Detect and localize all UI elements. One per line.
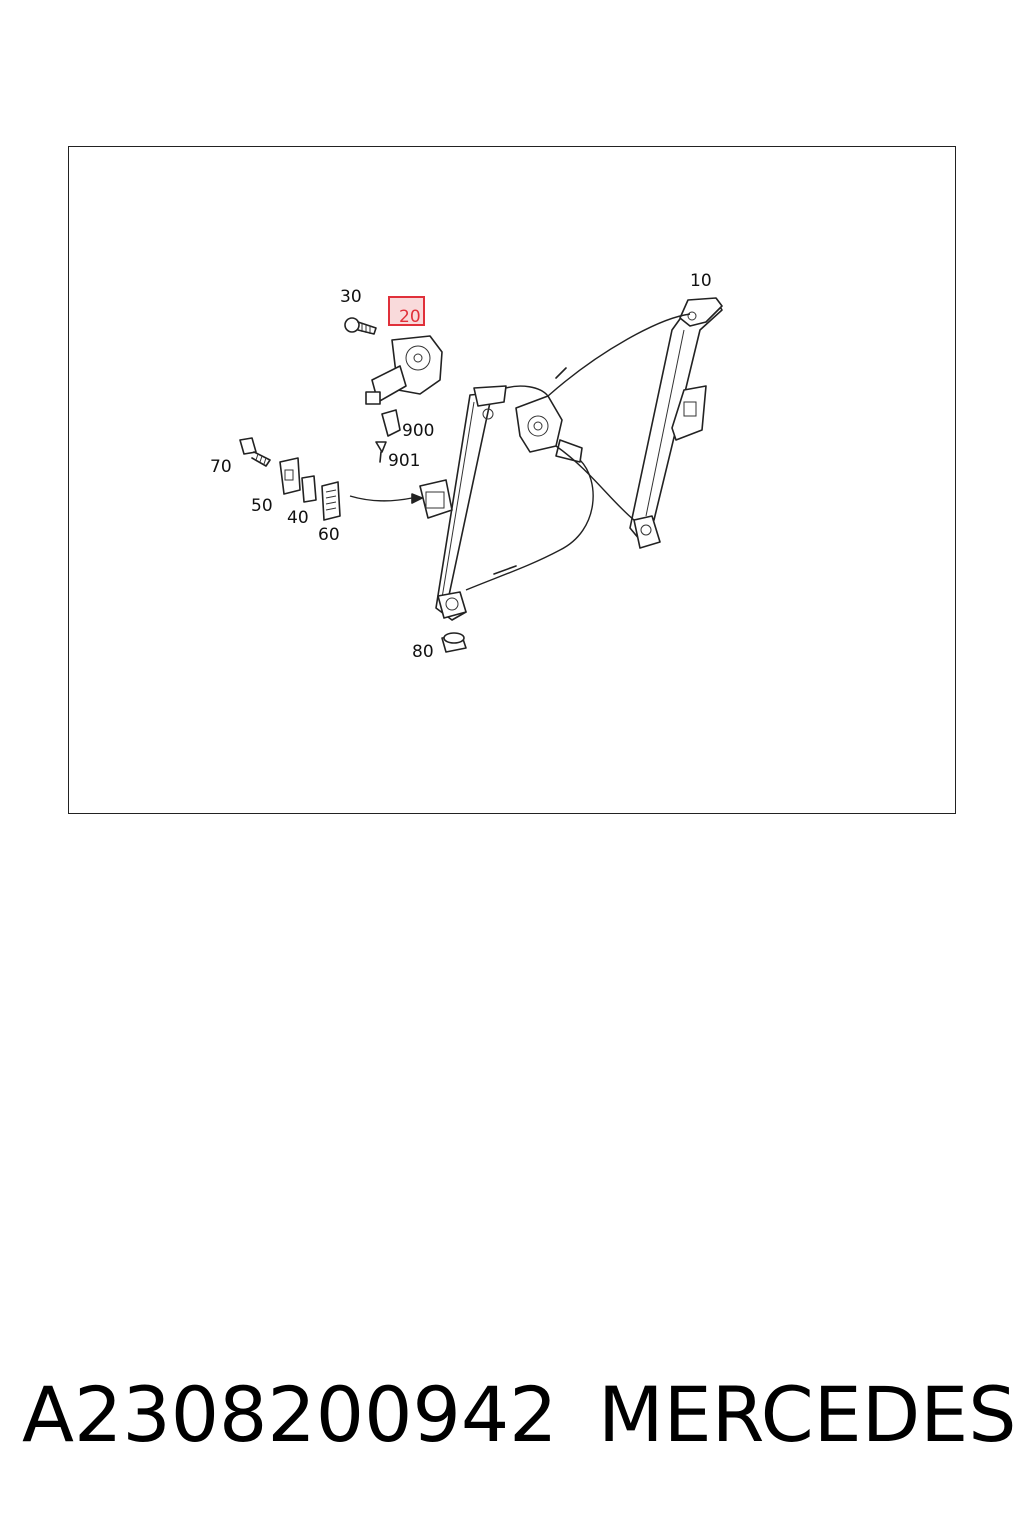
callout-10: 10 — [690, 271, 712, 291]
nut-80 — [441, 632, 467, 653]
window-regulator-assembly — [419, 297, 723, 621]
callout-20-highlight[interactable]: 20 — [388, 296, 425, 327]
assembly-arrow — [349, 493, 423, 504]
callout-901: 901 — [388, 451, 420, 471]
connector-900 — [381, 409, 401, 437]
bolt-30 — [344, 317, 377, 335]
diagram-frame — [68, 146, 956, 814]
callout-30: 30 — [340, 287, 362, 307]
callout-20: 20 — [399, 307, 421, 327]
callout-40: 40 — [287, 508, 309, 528]
pin-901 — [375, 441, 387, 463]
part-number: A2308200942 — [22, 1370, 558, 1459]
callout-50: 50 — [251, 496, 273, 516]
callout-80: 80 — [412, 642, 434, 662]
callout-900: 900 — [402, 421, 434, 441]
footer: A2308200942 MERCEDES — [0, 1370, 1024, 1470]
screw-70 — [239, 437, 271, 467]
guide-60 — [321, 481, 341, 521]
window-motor — [365, 335, 443, 405]
callout-70: 70 — [210, 457, 232, 477]
pad-40 — [301, 475, 317, 503]
clip-50 — [279, 457, 301, 495]
brand-name: MERCEDES — [598, 1370, 1017, 1459]
callout-60: 60 — [318, 525, 340, 545]
